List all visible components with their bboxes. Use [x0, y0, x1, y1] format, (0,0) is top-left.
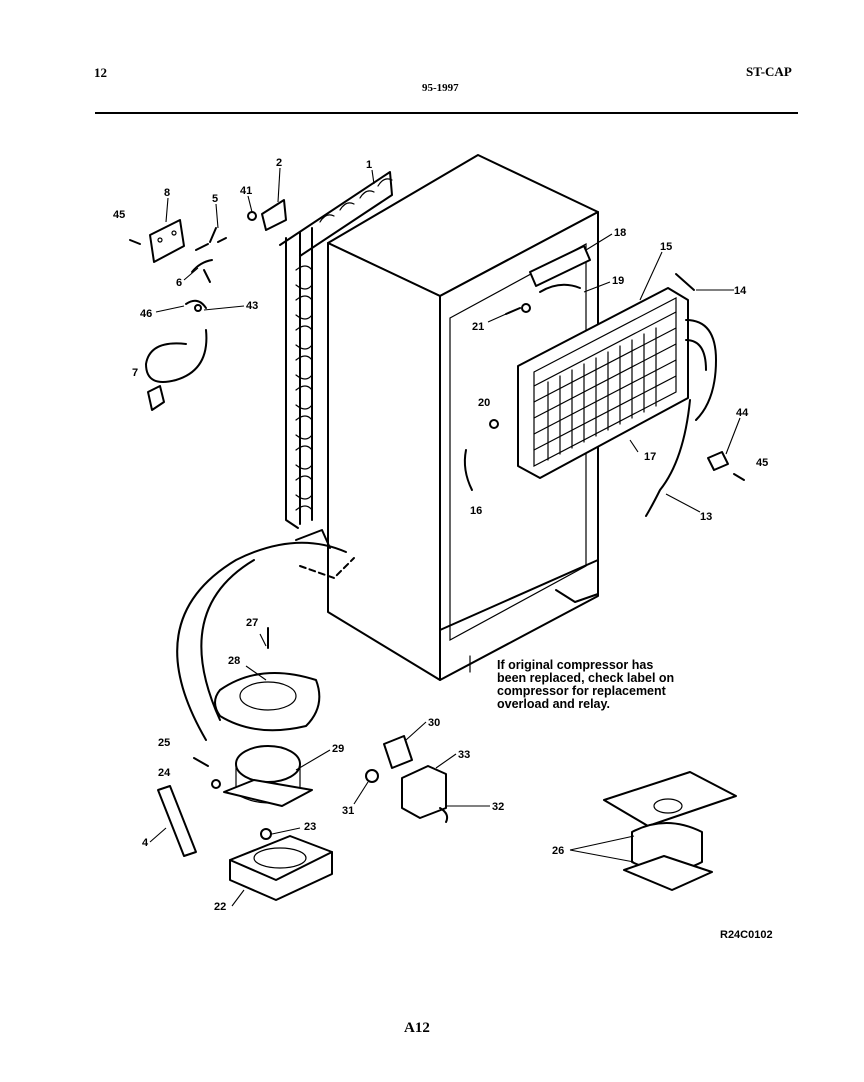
- callout-33: 33: [458, 749, 470, 761]
- callout-43: 43: [246, 300, 258, 312]
- callout-13: 13: [700, 511, 712, 523]
- callout-24: 24: [158, 767, 171, 779]
- callout-15: 15: [660, 241, 672, 253]
- callout-4: 4: [142, 837, 149, 849]
- harness-part-16: [463, 449, 473, 491]
- note-line-1: If original compressor has: [497, 658, 653, 672]
- grommet-part-28: [214, 671, 321, 732]
- page-number: 12: [94, 65, 107, 80]
- callout-29: 29: [332, 743, 344, 755]
- callout-6: 6: [176, 277, 182, 289]
- thermostat-part-21: [505, 303, 531, 315]
- spacer-part-23: [260, 828, 272, 840]
- callout-17: 17: [644, 451, 656, 463]
- rail-part-4: [157, 785, 197, 857]
- callout-31: 31: [342, 805, 354, 817]
- callout-44: 44: [736, 407, 749, 419]
- compressor-note: If original compressor has been replaced…: [497, 658, 674, 711]
- wire-part-32: [439, 807, 449, 823]
- compressor-part-29: [223, 745, 313, 807]
- overload-part-33: [401, 765, 447, 819]
- power-cord-part-7: [145, 329, 208, 411]
- callout-1: 1: [366, 159, 372, 171]
- leader-lines: [149, 167, 741, 907]
- note-line-2: been replaced, check label on: [497, 671, 674, 685]
- callout-labels: 1 2 41 8 5 45 6 46 43 7 18 15 19 14 21 2…: [113, 157, 768, 913]
- washer-part-24: [211, 779, 221, 789]
- callout-26: 26: [552, 845, 564, 857]
- callout-5: 5: [212, 193, 218, 205]
- drain-trough-part-18: [529, 245, 591, 287]
- callout-28: 28: [228, 655, 240, 667]
- clip-part-41: [247, 211, 257, 221]
- bracket-part-8: [149, 219, 185, 263]
- footer-page-label: A12: [404, 1020, 430, 1036]
- note-line-4: overload and relay.: [497, 697, 610, 711]
- harness-part-6: [191, 259, 213, 283]
- callout-21: 21: [472, 321, 484, 333]
- callout-22: 22: [214, 901, 226, 913]
- condenser-coil: [279, 171, 393, 549]
- clip-part-5: [195, 227, 227, 251]
- callout-46: 46: [140, 308, 152, 320]
- compressor-part-26: [603, 771, 737, 891]
- screw-part-45-right: [733, 473, 745, 481]
- callout-45-top: 45: [113, 209, 125, 221]
- connector-part-44: [707, 451, 729, 471]
- clamp-part-43-46: [185, 299, 207, 312]
- clamp-part-14: [675, 273, 695, 291]
- callout-16: 16: [470, 505, 482, 517]
- sensor-part-20: [489, 419, 499, 429]
- air-flow-arrow: [176, 541, 355, 741]
- relay-part-30: [383, 735, 413, 769]
- callout-8: 8: [164, 187, 170, 199]
- callout-7: 7: [132, 367, 138, 379]
- callout-2: 2: [276, 157, 282, 169]
- callout-45-right: 45: [756, 457, 768, 469]
- base-pan-part-22: [229, 835, 333, 901]
- date-code: 95-1997: [422, 82, 459, 94]
- callout-23: 23: [304, 821, 316, 833]
- heater-part-19: [539, 283, 581, 293]
- model-code: ST-CAP: [746, 64, 792, 79]
- grommet-part-25: [193, 757, 209, 767]
- screw-part-45-top: [129, 239, 141, 245]
- callout-30: 30: [428, 717, 440, 729]
- bracket-part-2: [261, 199, 287, 231]
- callout-32: 32: [492, 801, 504, 813]
- note-line-3: compressor for replacement: [497, 684, 667, 698]
- evaporator-assembly: [517, 287, 717, 479]
- drawing-code: R24C0102: [720, 929, 773, 941]
- callout-27: 27: [246, 617, 258, 629]
- callout-18: 18: [614, 227, 626, 239]
- drain-tube-part-13: [645, 399, 691, 517]
- callout-20: 20: [478, 397, 490, 409]
- cap-part-31: [365, 769, 379, 783]
- callout-19: 19: [612, 275, 624, 287]
- callout-25: 25: [158, 737, 170, 749]
- callout-41: 41: [240, 185, 252, 197]
- callout-14: 14: [734, 285, 747, 297]
